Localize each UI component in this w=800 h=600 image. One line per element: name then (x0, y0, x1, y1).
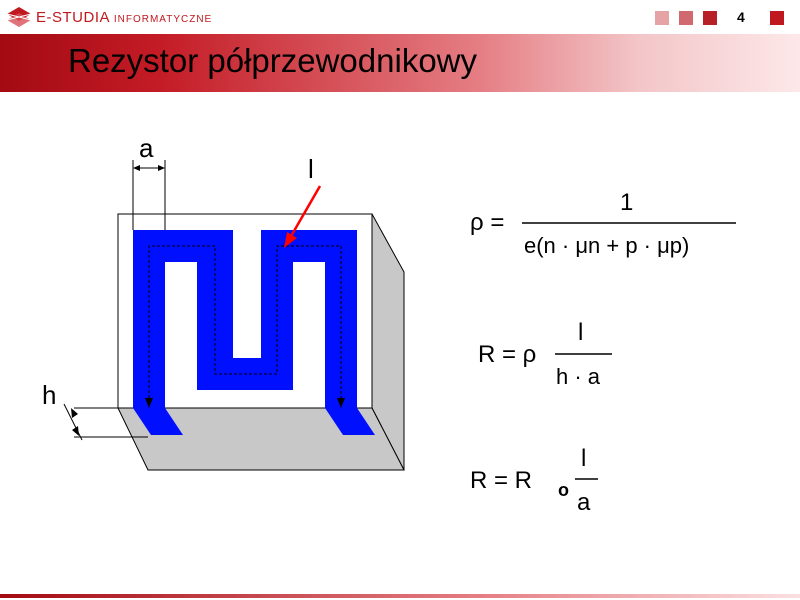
page-number: 4 (737, 9, 745, 25)
nav-square-1[interactable] (655, 11, 669, 25)
title-banner (0, 34, 800, 92)
formula-r2-lhs: R = R (470, 467, 532, 494)
contact-pad-left (133, 408, 183, 435)
brand-logo-icon (6, 7, 32, 27)
header-bar: E-STUDIA INFORMATYCZNE 4 (0, 0, 800, 34)
formula-r2-numerator: l (581, 445, 586, 472)
current-path (148, 245, 342, 398)
nav-square-3[interactable] (703, 11, 717, 25)
formula-rho-lhs: ρ = (470, 209, 504, 236)
current-arrow-left (145, 398, 153, 408)
length-arrow (288, 185, 322, 239)
brand-name: E-STUDIA INFORMATYCZNE (36, 9, 213, 26)
formula-r1-denominator: h · a (556, 364, 601, 389)
label-a: a (139, 133, 154, 163)
formula-r1-lhs: R = ρ (478, 341, 536, 368)
label-h: h (42, 380, 56, 410)
formula-r1-numerator: l (578, 319, 583, 346)
nav-square-4[interactable] (770, 11, 784, 25)
formula-r2-denominator: a (577, 489, 591, 516)
contact-pad-right (325, 408, 375, 435)
footer-line (0, 594, 800, 598)
current-arrow-right (337, 398, 345, 408)
nav-square-2[interactable] (679, 11, 693, 25)
label-l: l (308, 154, 314, 184)
formula-rho-numerator: 1 (620, 189, 633, 216)
length-arrowhead (284, 232, 297, 248)
conductor-meander (133, 230, 357, 408)
formula-r2-subscript: o (558, 480, 569, 500)
slide-title: Rezystor półprzewodnikowy (68, 42, 478, 79)
formula-rho-denominator: e(n · μn + p · μp) (524, 233, 689, 258)
